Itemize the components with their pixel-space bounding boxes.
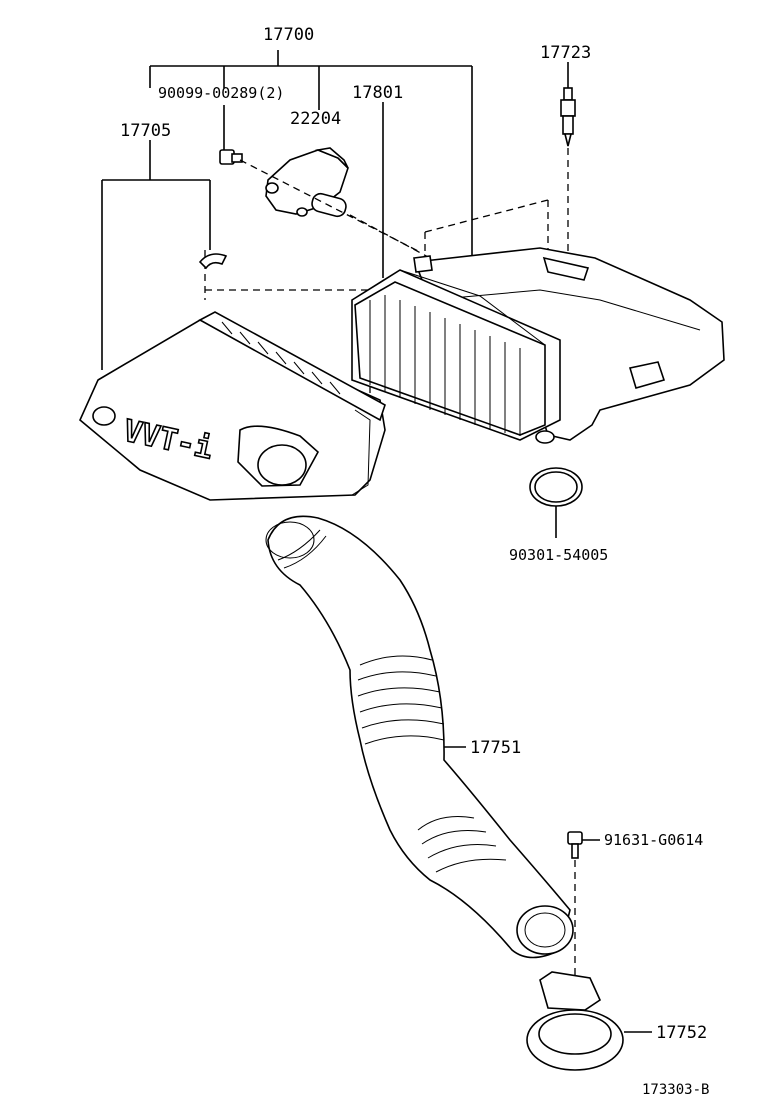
label-sensor: 22204 [290, 109, 341, 129]
diagram-code: 173303-B [642, 1082, 709, 1098]
screw-part [567, 831, 600, 859]
label-clamp: 17752 [656, 1023, 707, 1043]
bolt-part [219, 149, 243, 165]
label-nozzle: 17723 [540, 43, 591, 63]
clip-part [198, 253, 228, 270]
label-hose: 17751 [470, 738, 521, 758]
air-filter-element-part [351, 269, 561, 441]
label-oring: 90301-54005 [509, 546, 608, 564]
hose-clamp-part [526, 971, 652, 1071]
airflow-sensor-part [265, 147, 349, 218]
air-cleaner-cap-part: VVT-i [79, 311, 386, 501]
label-screw: 91631-G0614 [604, 831, 703, 849]
label-cap: 17705 [120, 121, 171, 141]
oring-part [529, 467, 583, 538]
label-bolt: 90099-00289(2) [158, 84, 284, 102]
label-assembly: 17700 [263, 25, 314, 45]
cap-bracket [101, 140, 211, 370]
label-element: 17801 [352, 83, 403, 103]
nozzle-part [560, 87, 576, 147]
intake-hose-part [265, 515, 574, 959]
assembly-bracket [149, 50, 473, 255]
